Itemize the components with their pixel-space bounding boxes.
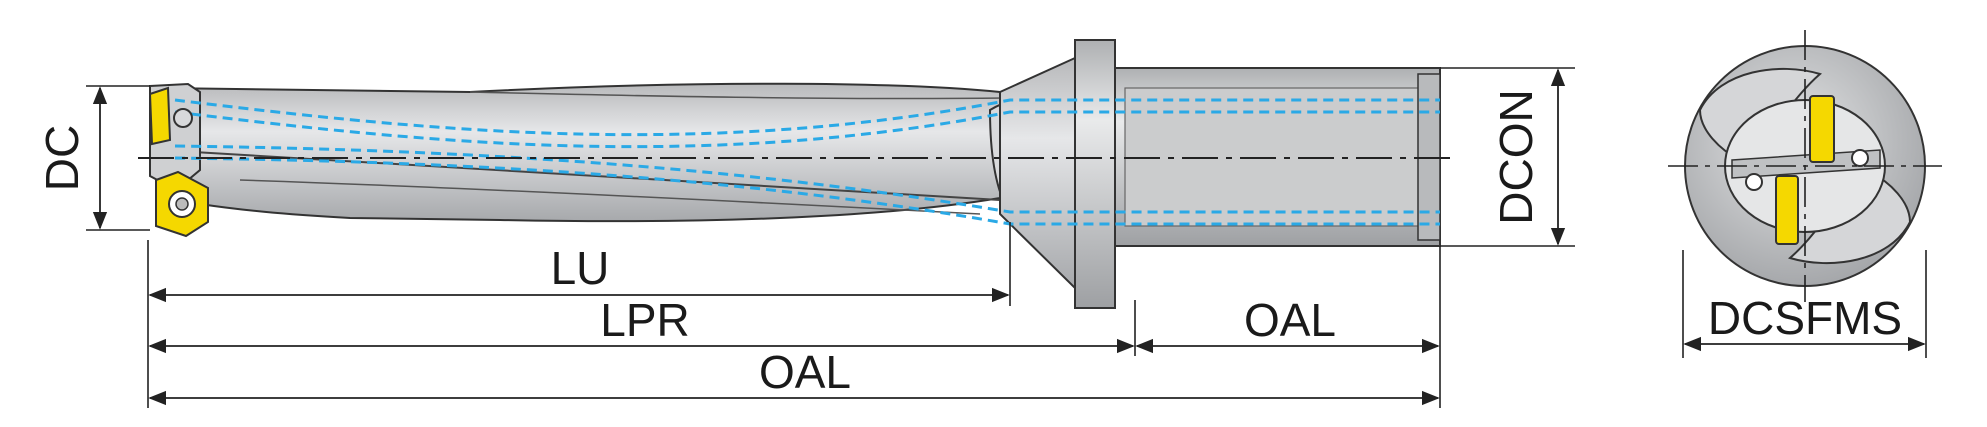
dimension-lines — [92, 68, 1926, 406]
drill-end-view — [1668, 30, 1942, 302]
end-view-lower-insert — [1775, 175, 1799, 245]
oal-total-label: OAL — [759, 346, 851, 398]
oal-shank-label: OAL — [1244, 294, 1336, 346]
drill-body — [159, 82, 1001, 223]
insert-center-screw-recess — [175, 197, 189, 211]
flange-disc — [1074, 39, 1116, 309]
coolant-channel-upper — [174, 110, 1440, 149]
drill-side-view — [138, 39, 1458, 309]
flute-edge-line — [239, 179, 981, 215]
lu-label: LU — [551, 242, 610, 294]
flange-cone — [999, 56, 1076, 291]
end-view-upper-insert — [1809, 95, 1835, 163]
lpr-label: LPR — [600, 294, 689, 346]
coolant-channel-upper — [174, 98, 1440, 137]
flute-edge-line — [159, 149, 1001, 201]
flute-edge-line — [469, 91, 1006, 100]
dc-label: DC — [36, 125, 88, 191]
end-view-coolant-hole — [1745, 173, 1763, 191]
extension-lines — [86, 67, 1927, 408]
end-view-coolant-hole — [1851, 149, 1869, 167]
peripheral-insert — [148, 86, 172, 146]
insert-screw — [173, 108, 193, 128]
dcon-label: DCON — [1490, 89, 1542, 224]
